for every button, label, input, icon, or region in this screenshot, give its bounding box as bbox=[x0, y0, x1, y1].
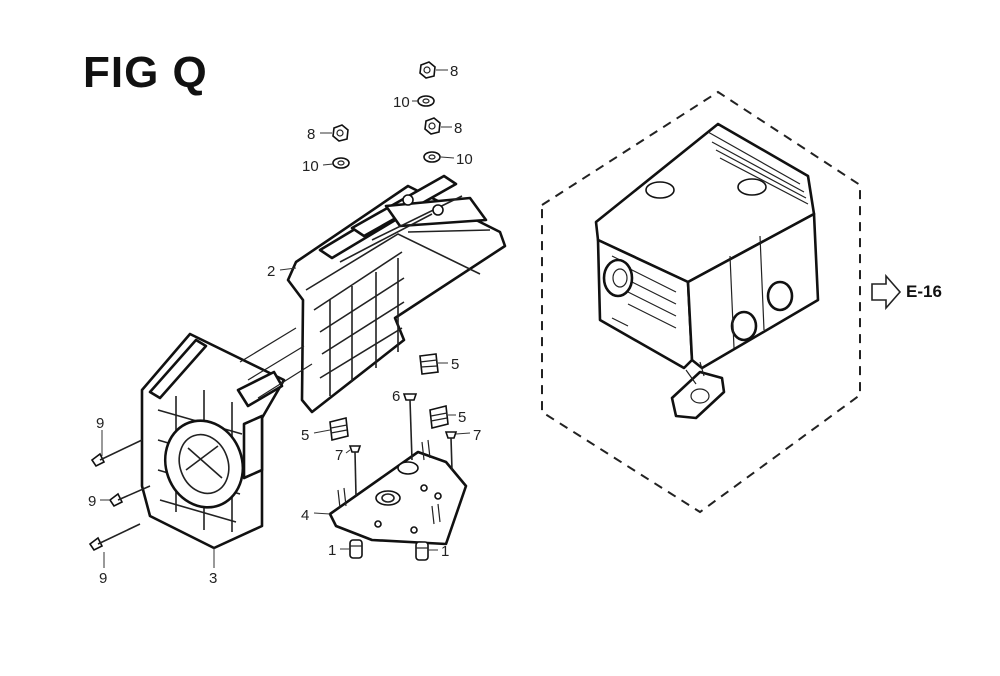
hardware-fasteners bbox=[88, 353, 458, 561]
callout-7: 7 bbox=[473, 427, 481, 444]
engine-side-face bbox=[686, 212, 820, 370]
callout-9: 9 bbox=[88, 493, 96, 510]
callout-5: 5 bbox=[301, 427, 309, 444]
callout-8: 8 bbox=[307, 126, 315, 143]
callout-9: 9 bbox=[96, 415, 104, 432]
reference-arrow-icon bbox=[871, 273, 902, 311]
leader-lines bbox=[100, 69, 471, 568]
callout-5: 5 bbox=[451, 356, 459, 373]
callout-labels: 8 10 8 8 10 10 2 5 6 5 5 7 7 9 9 9 4 1 1… bbox=[88, 63, 481, 587]
reference-label: E-16 bbox=[906, 282, 942, 301]
hardware-nuts-washers bbox=[332, 61, 441, 169]
callout-5: 5 bbox=[458, 409, 466, 426]
callout-3: 3 bbox=[209, 570, 217, 587]
engine-dashed-outline bbox=[541, 90, 861, 514]
callout-1: 1 bbox=[441, 543, 449, 560]
callout-8: 8 bbox=[454, 120, 462, 137]
callout-1: 1 bbox=[328, 542, 336, 559]
callout-9: 9 bbox=[99, 570, 107, 587]
callout-10: 10 bbox=[456, 151, 473, 168]
callout-10: 10 bbox=[393, 94, 410, 111]
callout-4: 4 bbox=[301, 507, 309, 524]
part-4-plate bbox=[328, 450, 468, 546]
engine-outlet-flange bbox=[670, 370, 726, 420]
callout-6: 6 bbox=[392, 388, 400, 405]
engine-assembly bbox=[541, 90, 861, 514]
callout-7: 7 bbox=[335, 447, 343, 464]
part-2-grille bbox=[286, 174, 507, 414]
figure-title: FIG Q bbox=[83, 48, 208, 97]
part-3-housing bbox=[140, 332, 286, 550]
callout-8: 8 bbox=[450, 63, 458, 80]
callout-10: 10 bbox=[302, 158, 319, 175]
callout-2: 2 bbox=[267, 263, 275, 280]
